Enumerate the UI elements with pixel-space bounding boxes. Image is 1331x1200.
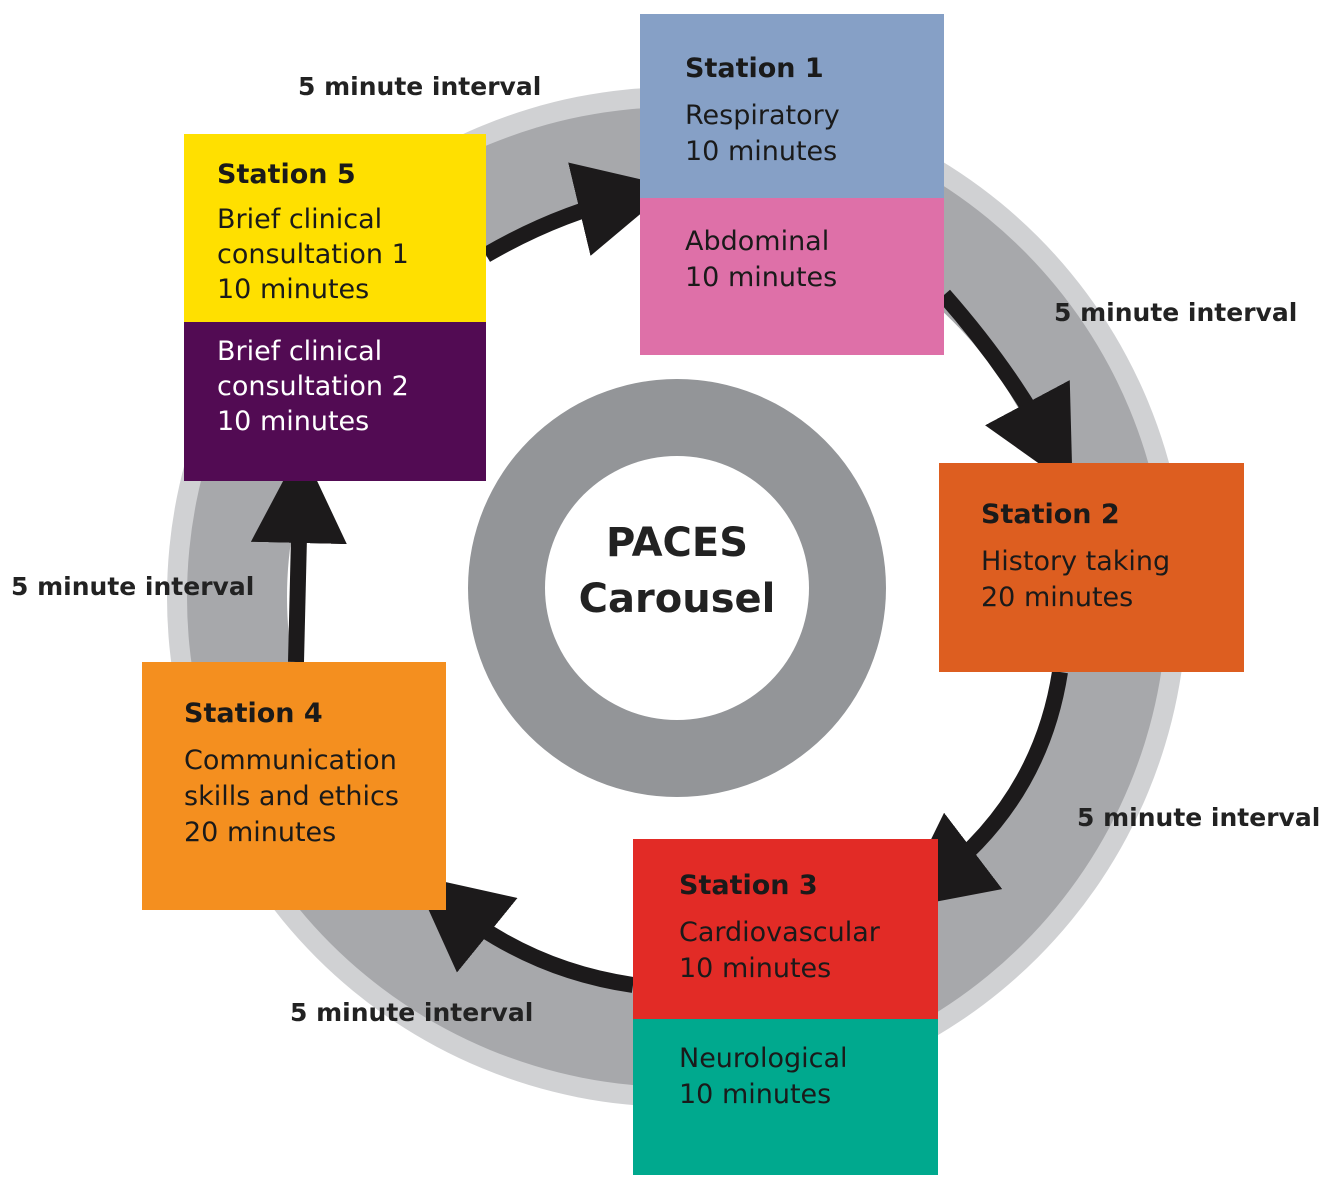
interval-label-2-to-3: 5 minute interval (1077, 803, 1321, 832)
station-4-exam-line-1: Communication (184, 745, 397, 776)
center-title-line2: Carousel (578, 576, 776, 622)
inner-hole (545, 456, 809, 720)
station-3-title: Station 3 (679, 870, 818, 901)
station-3b-box: Neurological 10 minutes (633, 1019, 938, 1175)
arrow-station1-to-station2 (937, 289, 1073, 488)
arrow-station3-to-station4 (412, 874, 635, 993)
station-3-box: Station 3 Cardiovascular 10 minutes (633, 839, 938, 1019)
center-title: PACES Carousel (546, 515, 808, 627)
station-1-duration-2: 10 minutes (685, 262, 838, 293)
station-5-duration-1: 10 minutes (217, 274, 370, 305)
arrow-station5-to-station1 (481, 162, 673, 262)
station-5-exam-2-line-1: Brief clinical (217, 336, 383, 367)
interval-label-5-to-1: 5 minute interval (298, 72, 542, 101)
interval-label-4-to-5: 5 minute interval (11, 572, 255, 601)
arrow-station4-to-station5 (250, 447, 347, 663)
station-3-exam-1: Cardiovascular (679, 917, 880, 948)
station-2-box: Station 2 History taking 20 minutes (939, 463, 1244, 672)
station-4-box: Station 4 Communication skills and ethic… (142, 662, 446, 910)
station-5-exam-1-line-2: consultation 1 (217, 239, 409, 270)
center-title-line1: PACES (605, 520, 749, 566)
arrow-station2-to-station3 (896, 670, 1068, 910)
station-1-title: Station 1 (685, 53, 824, 84)
station-2-title: Station 2 (981, 499, 1120, 530)
station-3-duration-1: 10 minutes (679, 953, 832, 984)
station-4-title: Station 4 (184, 698, 323, 729)
station-5-title: Station 5 (217, 159, 356, 190)
station-1-exam-1: Respiratory (685, 100, 840, 131)
station-5-box: Station 5 Brief clinical consultation 1 … (184, 134, 486, 322)
station-3-duration-2: 10 minutes (679, 1079, 832, 1110)
station-2-duration: 20 minutes (981, 582, 1134, 613)
station-5-exam-1-line-1: Brief clinical (217, 204, 383, 235)
station-1-duration-1: 10 minutes (685, 136, 838, 167)
station-1-exam-2: Abdominal (685, 226, 830, 257)
station-4-exam-line-2: skills and ethics (184, 781, 399, 812)
station-5-duration-2: 10 minutes (217, 406, 370, 437)
station-3-exam-2: Neurological (679, 1043, 848, 1074)
interval-label-3-to-4: 5 minute interval (290, 998, 534, 1027)
station-5-exam-2-line-2: consultation 2 (217, 371, 409, 402)
station-1b-box: Abdominal 10 minutes (640, 198, 944, 355)
station-4-duration: 20 minutes (184, 817, 337, 848)
station-1-box: Station 1 Respiratory 10 minutes (640, 14, 944, 198)
station-5b-box: Brief clinical consultation 2 10 minutes (184, 322, 486, 481)
interval-label-1-to-2: 5 minute interval (1054, 298, 1298, 327)
station-2-exam: History taking (981, 546, 1171, 577)
